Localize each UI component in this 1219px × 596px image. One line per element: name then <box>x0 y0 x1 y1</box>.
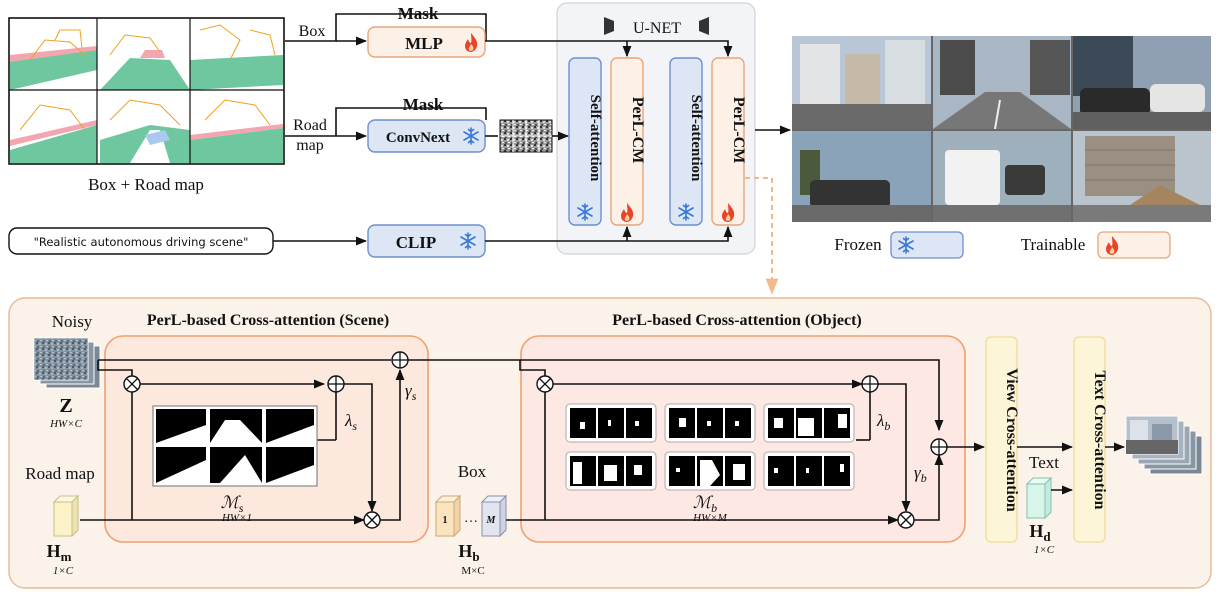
mb-label: ℳb <box>693 493 717 515</box>
ms-dim: HW×1 <box>221 512 252 524</box>
perl-cm-block-1: PerL-CM <box>610 57 646 226</box>
self-attention-block-2: Self-attention <box>669 57 704 226</box>
prompt-text: "Realistic autonomous driving scene" <box>34 235 249 249</box>
gamma-s-label: γs <box>405 381 417 403</box>
box-cube-1-label: 1 <box>443 515 448 526</box>
input-map-grid <box>8 17 285 165</box>
lambda-s-label: λs <box>344 411 357 433</box>
convnext-label: ConvNext <box>386 130 450 146</box>
object-mask-grid <box>565 403 855 491</box>
scene-title: PerL-based Cross-attention (Scene) <box>147 312 389 329</box>
output-latent-stack <box>1125 415 1203 475</box>
view-cross-attention-block: View Cross-attention <box>985 336 1020 543</box>
zoom-connector <box>745 177 779 295</box>
mb-dim: HW×M <box>692 512 728 524</box>
hm-label: Hm <box>47 541 72 564</box>
text-embedding-cube <box>1025 476 1053 520</box>
text-cross-attention-block: Text Cross-attention <box>1073 336 1108 543</box>
box-embedding-cube-m: M <box>480 494 508 538</box>
clip-label: CLIP <box>396 233 437 252</box>
prompt-box: "Realistic autonomous driving scene" <box>8 227 274 255</box>
mlp-label: MLP <box>405 34 443 53</box>
legend-trainable-swatch <box>1097 231 1171 259</box>
object-multiply-op-2 <box>897 511 915 529</box>
object-title: PerL-based Cross-attention (Object) <box>612 312 861 329</box>
clip-block: CLIP <box>367 224 486 258</box>
box-cube-m-label: M <box>486 515 497 526</box>
box-ellipsis: … <box>464 511 478 526</box>
convnext-block: ConvNext <box>367 119 486 153</box>
mlp-block: MLP <box>367 26 486 58</box>
scene-multiply-op-2 <box>363 511 381 529</box>
box-embedding-cube-1: 1 <box>434 494 462 538</box>
hm-dim: 1×C <box>53 565 74 577</box>
input-caption: Box + Road map <box>88 175 204 194</box>
self-attention-label-1: Self-attention <box>587 95 603 182</box>
noise-icon <box>499 119 553 153</box>
unet-decoder-icon <box>699 17 709 35</box>
box-branch-label: Box <box>299 23 326 40</box>
scene-add-op-1 <box>327 375 345 393</box>
mask-label-box: Mask <box>398 4 439 23</box>
self-attention-label-2: Self-attention <box>688 95 704 182</box>
hb-label: Hb <box>458 541 479 564</box>
scene-add-op-2 <box>391 351 409 369</box>
box-mask-line <box>285 13 487 42</box>
road-map-label: Road map <box>25 464 94 483</box>
perl-cm-block-2: PerL-CM <box>711 57 747 226</box>
box-input-label: Box <box>458 462 487 481</box>
legend-frozen-label: Frozen <box>834 235 882 254</box>
noisy-label: Noisy <box>52 312 93 331</box>
lambda-b-label: λb <box>876 411 890 433</box>
road-map-embedding-cube <box>52 494 80 538</box>
unet-panel: U-NET <box>556 2 756 255</box>
z-label: Z <box>59 395 72 417</box>
perl-cm-label-2: PerL-CM <box>730 97 747 164</box>
view-ca-label: View Cross-attention <box>1003 368 1020 512</box>
ms-label: ℳs <box>221 493 244 515</box>
legend-frozen-swatch <box>890 231 964 259</box>
hd-label: Hd <box>1029 521 1051 544</box>
noisy-latent-stack <box>33 337 101 389</box>
road-branch-label-2: map <box>296 137 324 154</box>
unet-label: U-NET <box>633 20 681 37</box>
road-branch-label-1: Road <box>293 117 327 134</box>
text-input-label: Text <box>1029 453 1059 472</box>
text-ca-label: Text Cross-attention <box>1091 370 1108 509</box>
object-multiply-op-1 <box>536 375 554 393</box>
self-attention-block-1: Self-attention <box>568 57 603 226</box>
hb-dim: M×C <box>461 565 484 577</box>
object-add-op-2 <box>930 438 948 456</box>
hd-dim: 1×C <box>1034 544 1055 556</box>
unet-encoder-icon <box>604 17 614 35</box>
object-add-op-1 <box>861 375 879 393</box>
mask-label-road: Mask <box>403 95 444 114</box>
scene-multiply-op-1 <box>123 375 141 393</box>
legend-trainable-label: Trainable <box>1021 235 1086 254</box>
z-dim: HW×C <box>49 418 83 430</box>
perl-cm-label-1: PerL-CM <box>629 97 646 164</box>
scene-mask-grid <box>152 405 318 487</box>
gamma-b-label: γb <box>914 463 927 485</box>
output-camera-views <box>792 36 1211 222</box>
